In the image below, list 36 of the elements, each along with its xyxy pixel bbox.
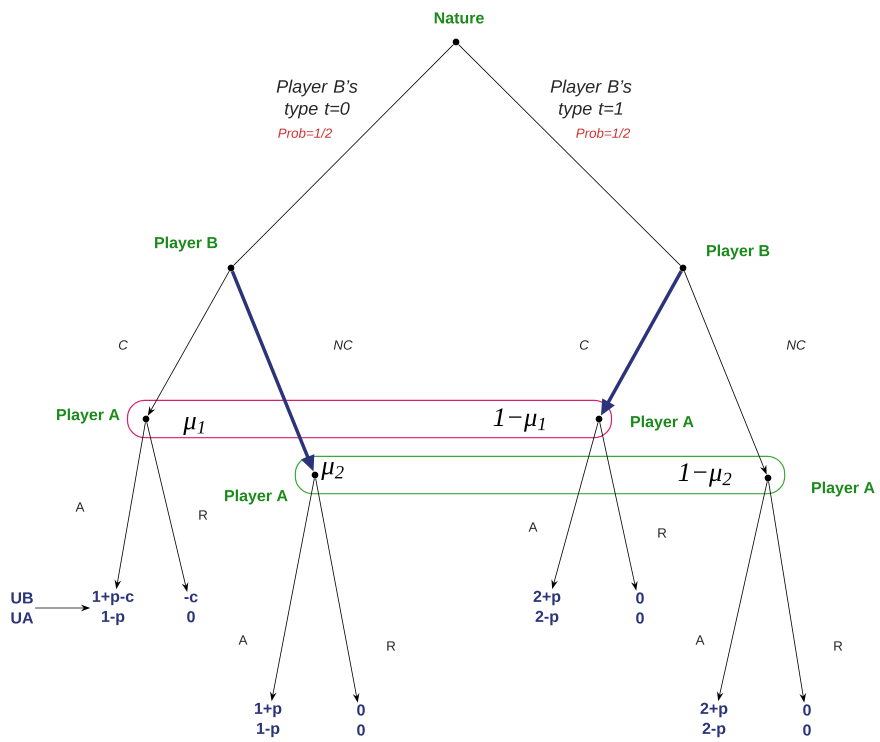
belief-label: 1−μ$_{2}$ (678, 463, 732, 487)
edge-label: Player B’s type t=0 (276, 80, 358, 118)
edge-label: NC (332, 338, 354, 352)
belief-label: 1−μ$_{1}$ (494, 408, 545, 432)
probability-label: Prob=1/2 (278, 128, 332, 138)
payoff-text: 1+p-c 1-p (92, 590, 134, 626)
player-label: Player B (707, 244, 770, 260)
probability-label: Prob=1/2 (576, 128, 630, 138)
payoff-text: 1+p 1-p (255, 702, 282, 738)
player-label: Player A (631, 416, 694, 430)
belief-label: μ$_{1}$ (183, 417, 204, 435)
player-label: Player A (57, 408, 120, 424)
edge-label: R (832, 640, 844, 652)
payoff-text: UB UA (11, 592, 34, 624)
edge-label: A (694, 634, 706, 646)
player-label: Player A (812, 482, 875, 496)
belief-label: μ$_{2}$ (321, 462, 344, 480)
edge-label: R (384, 640, 398, 652)
edge-label: A (74, 501, 86, 513)
payoff-text: 2+p 2-p (534, 590, 560, 626)
payoff-text: -c 0 (184, 594, 198, 622)
player-label: Nature (434, 12, 484, 24)
player-label: Player A (225, 490, 288, 504)
edge-label: R (656, 527, 668, 539)
player-label: Player B (155, 236, 218, 252)
payoff-text: 2+p 2-p (700, 702, 728, 738)
edge-label: C (116, 338, 130, 352)
payoff-text: 0 0 (636, 592, 644, 624)
edge-label: NC (785, 338, 807, 352)
payoff-text: 0 0 (357, 704, 365, 736)
edge-label: C (578, 338, 590, 352)
edge-label: R (196, 509, 210, 521)
payoff-text: 0 0 (803, 704, 811, 736)
edge-label: A (237, 634, 249, 646)
edge-label: Player B’s type t=1 (550, 80, 632, 118)
edge-label: A (527, 521, 539, 533)
